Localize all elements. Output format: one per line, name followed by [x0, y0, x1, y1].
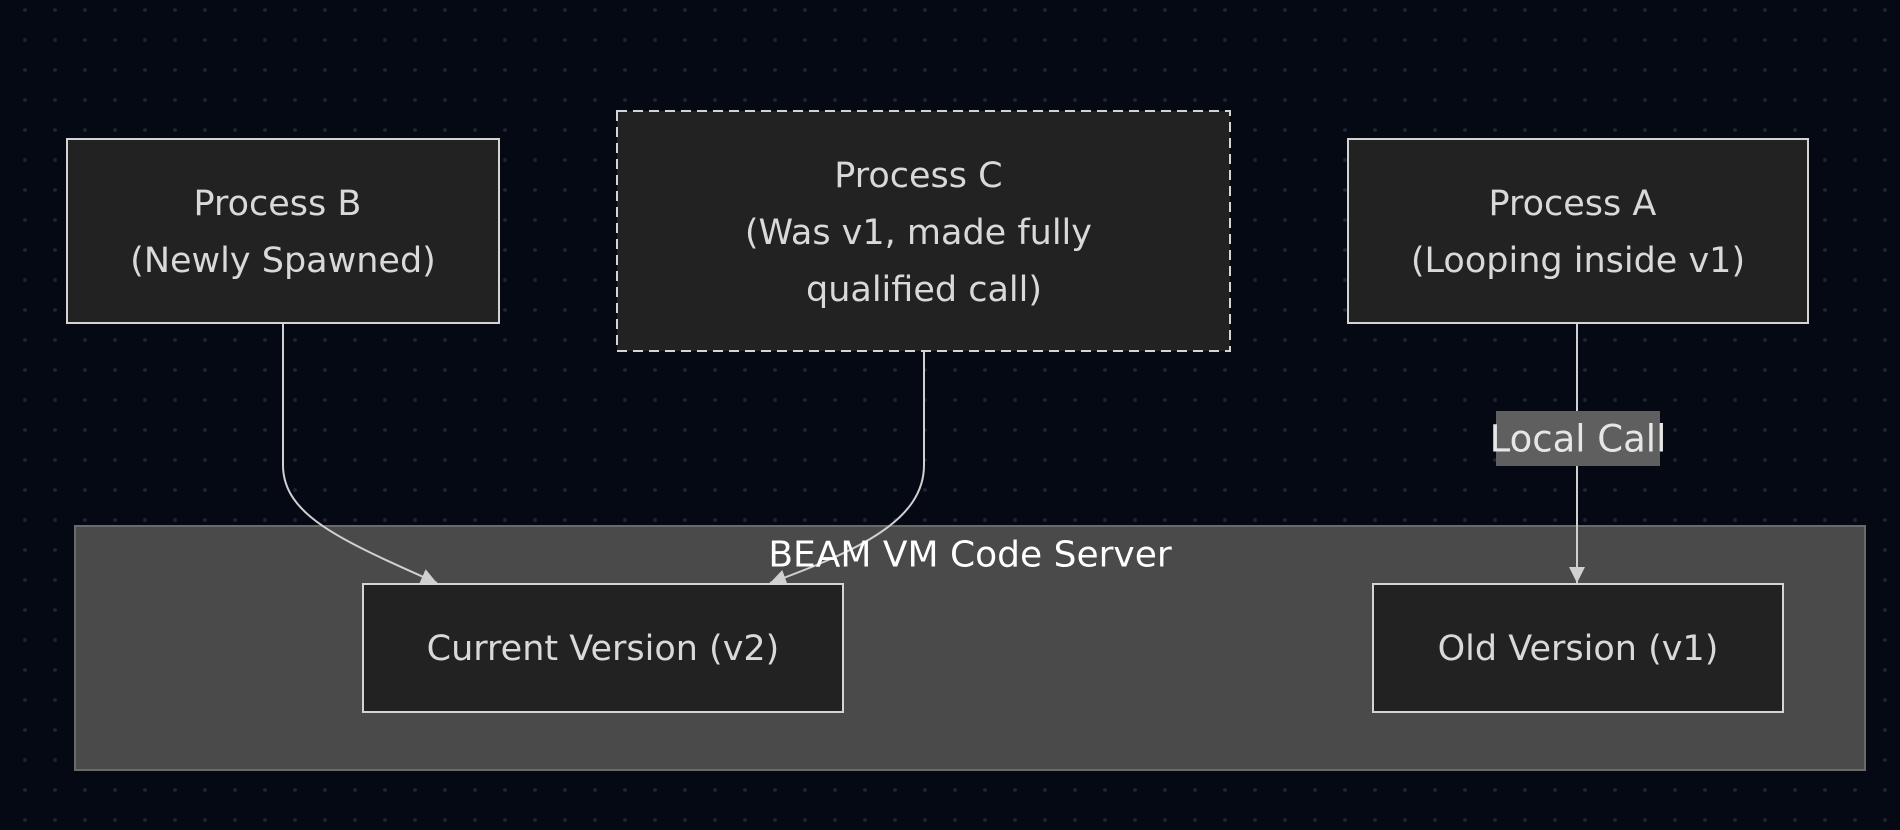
node-label-line: Process B — [193, 184, 361, 224]
node-label-line: Process A — [1489, 184, 1657, 224]
node-label-line: Process C — [834, 156, 1002, 196]
node-label-line: (Newly Spawned) — [130, 241, 436, 281]
edge-label-local-call: Local Call — [1490, 411, 1667, 466]
edge-label-background — [1496, 411, 1660, 466]
node-old-version[interactable]: Old Version (v1) — [1372, 583, 1784, 713]
edge-process-b-to-current-version — [282, 323, 438, 584]
node-process-b[interactable]: Process B (Newly Spawned) — [66, 138, 500, 324]
node-label-line: (Looping inside v1) — [1411, 241, 1745, 281]
node-box — [66, 138, 500, 324]
node-box — [1372, 583, 1784, 713]
node-label: Process C (Was v1, made fully qualified … — [745, 156, 1103, 310]
node-label: Current Version (v2) — [427, 629, 780, 669]
node-box — [1347, 138, 1809, 324]
node-current-version[interactable]: Current Version (v2) — [362, 583, 844, 713]
node-label-line: (Was v1, made fully — [745, 213, 1092, 253]
cluster-title: BEAM VM Code Server — [768, 535, 1172, 576]
edge-process-c-to-current-version — [769, 351, 925, 586]
edge-label-text: Local Call — [1490, 418, 1667, 461]
node-label-line: qualified call) — [806, 270, 1042, 310]
node-box — [616, 110, 1231, 352]
node-label: Process B (Newly Spawned) — [130, 184, 436, 281]
node-process-c[interactable]: Process C (Was v1, made fully qualified … — [616, 110, 1231, 352]
node-label: Old Version (v1) — [1438, 629, 1719, 669]
node-process-a[interactable]: Process A (Looping inside v1) — [1347, 138, 1809, 324]
node-box — [362, 583, 844, 713]
node-label: Process A (Looping inside v1) — [1411, 184, 1745, 281]
